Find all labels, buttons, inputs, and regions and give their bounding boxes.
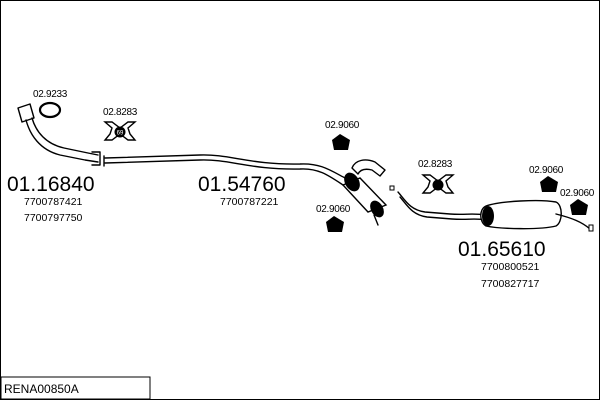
hanger-right-2-label: 02.9060	[560, 188, 595, 199]
hanger-mid-top-icon[interactable]	[332, 134, 350, 150]
frame-code-label: RENA00850A	[4, 382, 79, 396]
frame-code-box	[0, 376, 151, 400]
rear-silencer[interactable]	[480, 199, 594, 232]
hanger-right-1-label: 02.9060	[529, 165, 564, 176]
rear-pipe[interactable]	[397, 191, 488, 221]
gasket-ring-label: 02.9233	[33, 89, 68, 100]
oe-ref-front-1: 7700787421	[24, 196, 83, 208]
oe-ref-rear-1: 7700800521	[481, 261, 540, 273]
clamp-kit-left-label: 02.8283	[103, 107, 138, 118]
middle-silencer[interactable]	[341, 159, 388, 226]
hanger-mid-bottom-label: 02.9060	[316, 204, 351, 215]
oe-ref-rear-2: 7700827717	[481, 278, 540, 290]
middle-pipe[interactable]	[103, 154, 346, 186]
clamp-kit-right-icon[interactable]	[421, 174, 455, 194]
front-pipe[interactable]	[17, 103, 101, 166]
clamp-kit-right-label: 02.8283	[418, 159, 453, 170]
gasket-ring-icon[interactable]	[38, 101, 62, 119]
oe-ref-front-2: 7700797750	[24, 212, 83, 224]
hanger-right-2-icon[interactable]	[570, 199, 588, 215]
hanger-right-1-icon[interactable]	[540, 176, 558, 192]
hanger-mid-bottom-icon[interactable]	[326, 216, 344, 232]
connector-small	[389, 185, 395, 191]
part-number-front: 01.16840	[7, 173, 95, 196]
hanger-mid-top-label: 02.9060	[325, 120, 360, 131]
part-number-rear: 01.65610	[458, 238, 546, 261]
oe-ref-middle-1: 7700787221	[220, 196, 279, 208]
part-number-middle: 01.54760	[198, 173, 286, 196]
clamp-kit-icon[interactable]: 69	[103, 121, 137, 141]
clamp-kit-label: 69	[117, 131, 124, 137]
